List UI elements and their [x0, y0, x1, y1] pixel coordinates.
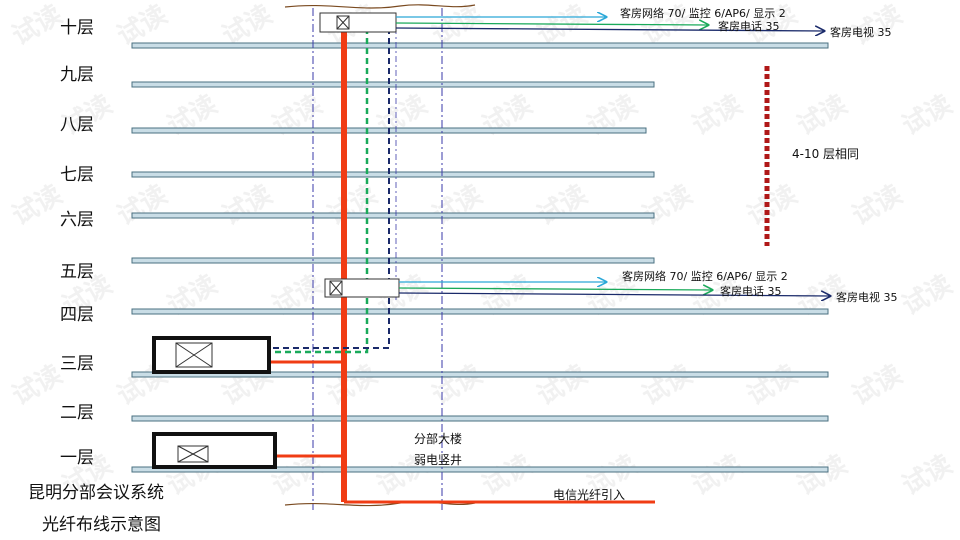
top-phone-arrow — [395, 23, 708, 25]
floor-label-7: 七层 — [60, 165, 94, 185]
equipment-room-floor-3 — [152, 336, 271, 374]
floor-label-10: 十层 — [60, 18, 94, 38]
fiber-incoming-label: 电信光纤引入 — [553, 488, 626, 502]
same-floors-note: 4-10 层相同 — [792, 147, 860, 161]
tv-riser-dashed — [220, 28, 390, 356]
shaft-label-building: 分部大楼 — [414, 432, 463, 446]
mid-tv-arrow — [398, 293, 830, 296]
top-phone-note: 客房电话 35 — [718, 20, 780, 33]
floor-slab-5 — [131, 257, 655, 264]
floor-slab-9 — [131, 81, 655, 88]
distribution-box-floor-5 — [324, 278, 400, 298]
floor-label-1: 一层 — [60, 448, 94, 468]
floor-slab-7 — [131, 171, 655, 178]
top-tv-arrow — [395, 28, 824, 31]
floor-slab-10 — [131, 42, 829, 49]
top-tv-note: 客房电视 35 — [830, 26, 892, 39]
floor-label-4: 四层 — [60, 305, 94, 325]
floor-slab-2 — [131, 415, 829, 422]
equipment-room-floor-1 — [152, 432, 277, 469]
diagram-title-line-1: 昆明分部会议系统 — [28, 483, 164, 503]
floor-label-5: 五层 — [60, 262, 94, 282]
mid-network-note: 客房网络 70/ 监控 6/AP6/ 显示 2 — [622, 270, 788, 283]
floor-label-8: 八层 — [60, 115, 94, 135]
mid-tv-note: 客房电视 35 — [836, 291, 898, 304]
distribution-box-floor-10 — [319, 12, 397, 33]
shaft-label-weak-current: 弱电竖井 — [414, 453, 463, 467]
mid-phone-note: 客房电话 35 — [720, 285, 782, 298]
floor-slab-6 — [131, 212, 655, 219]
floor-slab-1 — [131, 466, 829, 473]
floor-label-6: 六层 — [60, 210, 94, 230]
floor-label-2: 二层 — [60, 403, 94, 423]
floor-slab-3 — [131, 371, 829, 378]
top-network-note: 客房网络 70/ 监控 6/AP6/ 显示 2 — [620, 7, 786, 20]
floor-label-3: 三层 — [60, 354, 94, 374]
floor-label-9: 九层 — [60, 65, 94, 85]
diagram-title-line-2: 光纤布线示意图 — [42, 515, 161, 535]
mid-phone-arrow — [398, 288, 712, 290]
floor-slab-4 — [131, 308, 829, 315]
shaft-top-break-line — [284, 4, 476, 9]
